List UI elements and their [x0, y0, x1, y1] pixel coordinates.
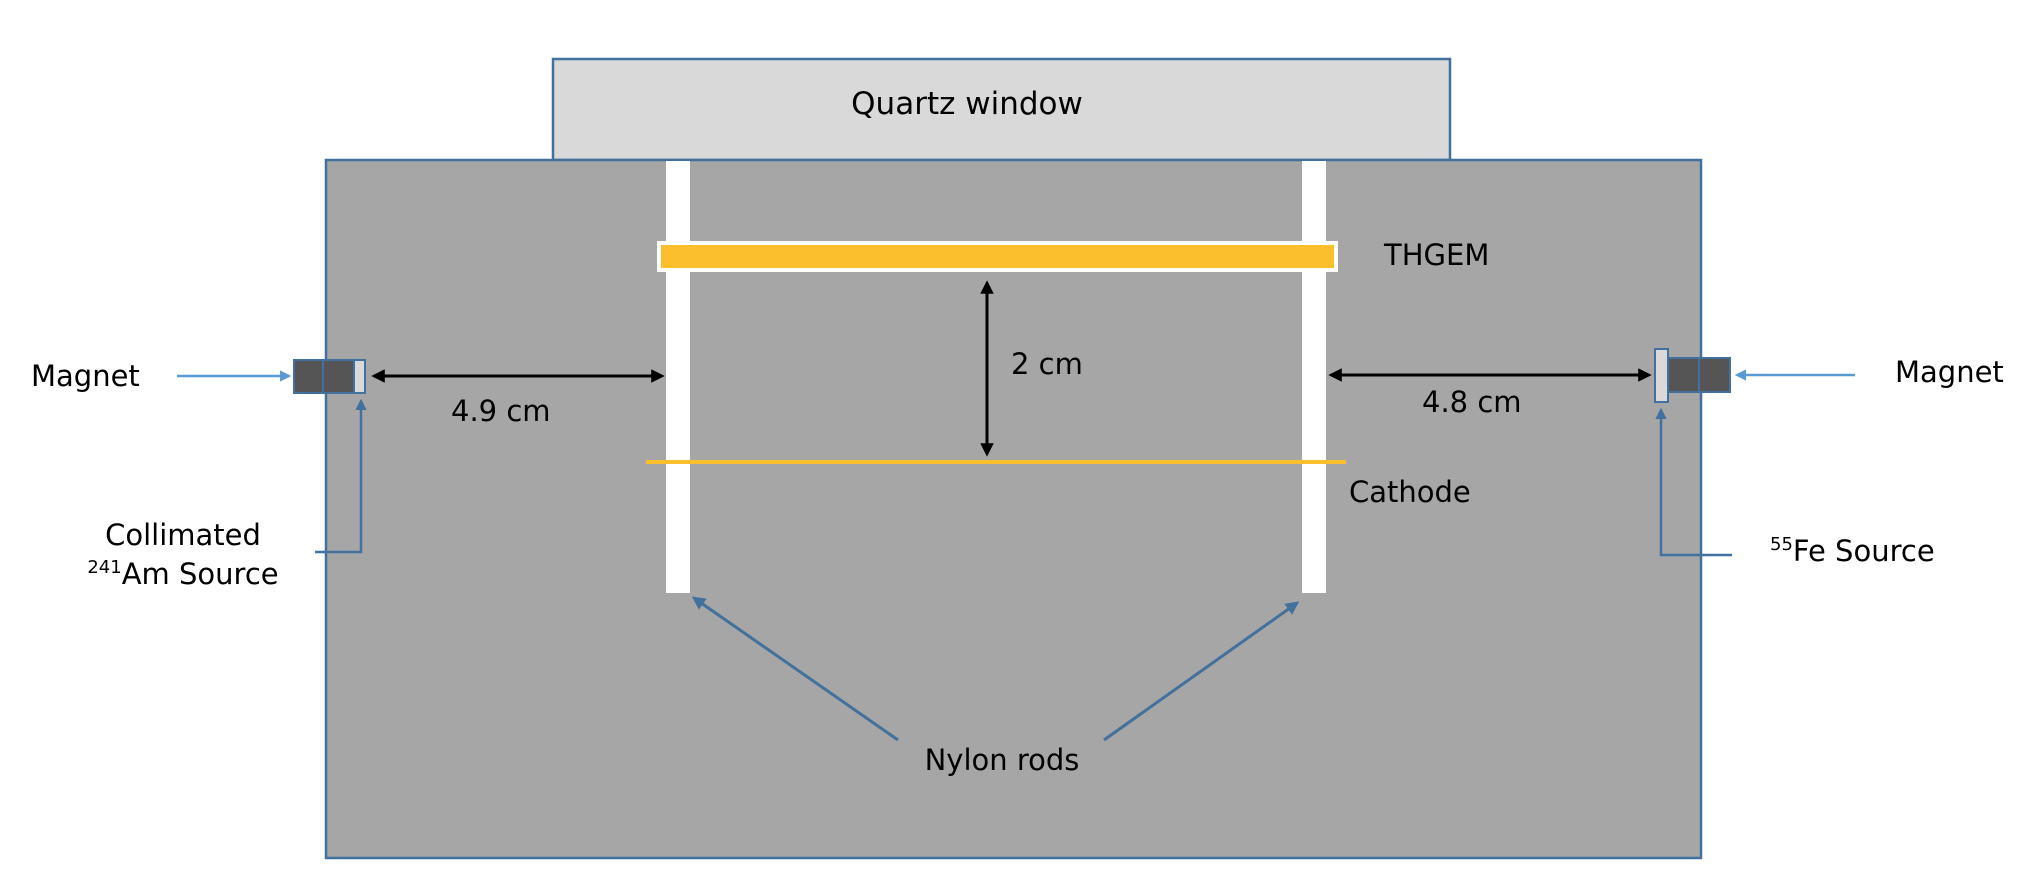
fe-isotope-superscript: 55 [1770, 534, 1793, 555]
cathode-label: Cathode [1349, 475, 1471, 509]
quartz-window [551, 57, 1452, 162]
cathode-line [646, 460, 1346, 464]
am-isotope-superscript: 241 [87, 557, 121, 578]
magnet-right-block-2 [1698, 357, 1731, 393]
magnet-left-block-2 [322, 359, 355, 394]
nylon-rod-arrow-left [691, 596, 899, 742]
am-source-line1: Collimated [105, 518, 261, 552]
fe-source-leader [1655, 407, 1732, 557]
magnet-right-label: Magnet [1895, 355, 2004, 389]
magnet-left-label: Magnet [31, 359, 140, 393]
fe-source-holder [1654, 348, 1669, 403]
nylon-rod-arrow-right [1103, 601, 1300, 742]
am-source-name: Am Source [122, 557, 279, 591]
magnet-right-block-1 [1667, 357, 1700, 393]
gap-dimension-label: 2 cm [1011, 347, 1083, 381]
nylon-rods-label: Nylon rods [925, 743, 1080, 777]
nylon-rod-left [666, 161, 690, 593]
fe-source-name: Fe Source [1793, 534, 1935, 568]
quartz-window-label: Quartz window [851, 86, 1083, 122]
am-source-leader [315, 398, 367, 554]
chamber [324, 158, 1703, 860]
nylon-rod-right [1302, 161, 1326, 593]
thgem-plate [657, 241, 1338, 272]
fe-source-label: 55Fe Source [1770, 534, 1935, 568]
am-source-line2: 241Am Source [87, 557, 278, 591]
am-source-holder [353, 359, 366, 394]
magnet-left-block-1 [293, 359, 324, 394]
left-distance-label: 4.9 cm [451, 394, 551, 428]
thgem-label: THGEM [1383, 238, 1489, 272]
right-distance-label: 4.8 cm [1422, 385, 1522, 419]
